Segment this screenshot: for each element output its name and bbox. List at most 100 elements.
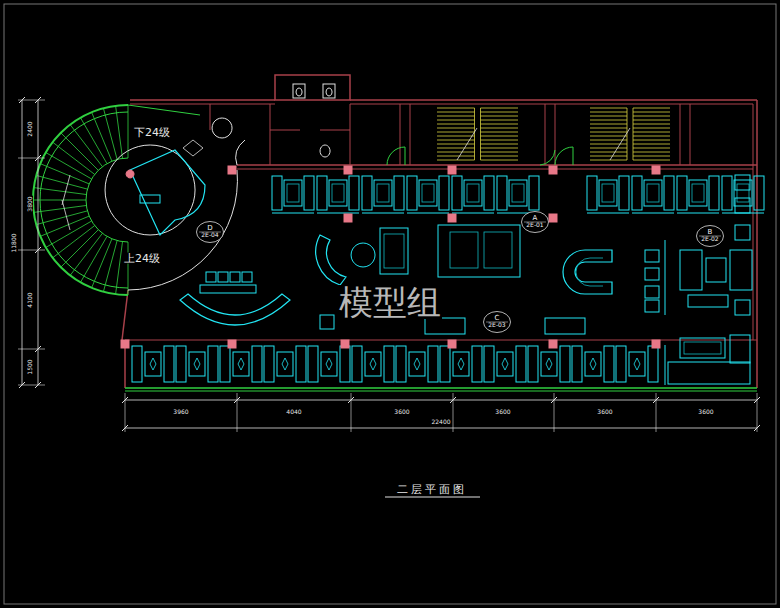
stair-tread: [590, 124, 627, 125]
stair-tread: [437, 156, 475, 157]
stair-tread: [633, 136, 670, 137]
chair: [645, 268, 659, 280]
table: [734, 180, 752, 206]
lounge-table: [680, 338, 725, 358]
table-lamp: [634, 358, 640, 370]
stair-tread: [128, 242, 129, 295]
drawing-caption: 二层平面图: [396, 484, 468, 495]
stair-tread: [437, 116, 475, 117]
table: [644, 180, 662, 206]
chair: [735, 300, 750, 315]
dimension-text: 3960: [172, 409, 189, 415]
sofa: [208, 346, 218, 382]
dimension-tick: [653, 397, 659, 403]
sofa: [572, 346, 582, 382]
stair-tread: [481, 148, 519, 149]
table: [409, 352, 425, 376]
stair-tread: [116, 106, 123, 159]
wall-line: [237, 169, 753, 170]
sofa: [176, 346, 186, 382]
stair-tread: [53, 142, 95, 174]
dimension-tick: [35, 247, 41, 253]
sofa: [545, 318, 585, 334]
dimension-tick: [35, 382, 41, 388]
extension-line: [656, 393, 657, 432]
bar-stool: [206, 272, 216, 282]
extension-line: [351, 393, 352, 432]
stair-tread: [437, 108, 475, 109]
grand-piano: [130, 150, 205, 235]
booth-back: [587, 213, 629, 214]
round-table: [351, 243, 375, 267]
caption-underline: [385, 497, 480, 498]
stair-tread: [103, 108, 117, 159]
stair-tread: [70, 233, 102, 275]
chair: [645, 250, 659, 262]
extension-line: [757, 393, 758, 432]
wall-line: [130, 104, 275, 105]
booth-back: [677, 213, 719, 214]
callout-circle: [484, 312, 511, 333]
dimension-text: 3600: [494, 409, 511, 415]
spiral-stair: [33, 105, 128, 295]
stair-tread: [633, 160, 670, 161]
booth-back: [362, 213, 404, 214]
callout-letter: D: [196, 225, 224, 232]
stair-tread: [437, 128, 475, 129]
stair-arrow: [610, 128, 630, 160]
dimension-text: 2400: [27, 120, 33, 137]
table: [541, 352, 557, 376]
sofa: [428, 346, 438, 382]
stair-tread: [590, 144, 627, 145]
table: [585, 352, 601, 376]
callout-letter: C: [483, 315, 511, 322]
sofa: [484, 176, 494, 210]
sofa: [304, 176, 314, 210]
bar-counter: [200, 285, 256, 293]
table: [287, 184, 299, 202]
u-sofa: [576, 258, 603, 286]
table: [284, 180, 302, 206]
wall-line: [125, 387, 757, 389]
toilet-fixture: [326, 88, 332, 96]
sofa: [425, 318, 465, 334]
stair-tread: [103, 241, 117, 292]
dimension-tick: [122, 397, 128, 403]
sofa: [407, 176, 417, 210]
column: [549, 214, 558, 223]
toilet-fixture: [320, 145, 330, 157]
table: [277, 352, 293, 376]
column: [121, 340, 130, 349]
dimension-tick: [450, 397, 456, 403]
dimension-tick: [234, 397, 240, 403]
sofa: [272, 176, 282, 210]
column: [448, 340, 457, 349]
wall-line: [756, 100, 758, 388]
callout-code: 2E-01: [521, 222, 549, 228]
u-sofa: [563, 250, 612, 294]
dimension-tick: [551, 397, 557, 403]
stair-tread: [481, 160, 519, 161]
sofa: [587, 176, 597, 210]
toilet-fixture: [293, 84, 305, 98]
sofa: [722, 176, 732, 210]
stair-tread: [633, 156, 670, 157]
stair-tread: [633, 112, 670, 113]
sofa: [560, 346, 570, 382]
partition: [665, 345, 666, 385]
table: [509, 180, 527, 206]
door-swing: [555, 147, 573, 165]
stair-rail: [128, 105, 200, 115]
sofa: [440, 346, 450, 382]
sofa: [632, 176, 642, 210]
chair: [735, 225, 750, 240]
sofa: [688, 295, 728, 307]
table: [599, 180, 617, 206]
table: [365, 352, 381, 376]
table-lamp: [150, 358, 156, 370]
stair-tread: [590, 160, 627, 161]
table: [329, 180, 347, 206]
wall-line: [350, 99, 757, 101]
toilet-fixture: [296, 88, 302, 96]
sofa: [452, 176, 462, 210]
